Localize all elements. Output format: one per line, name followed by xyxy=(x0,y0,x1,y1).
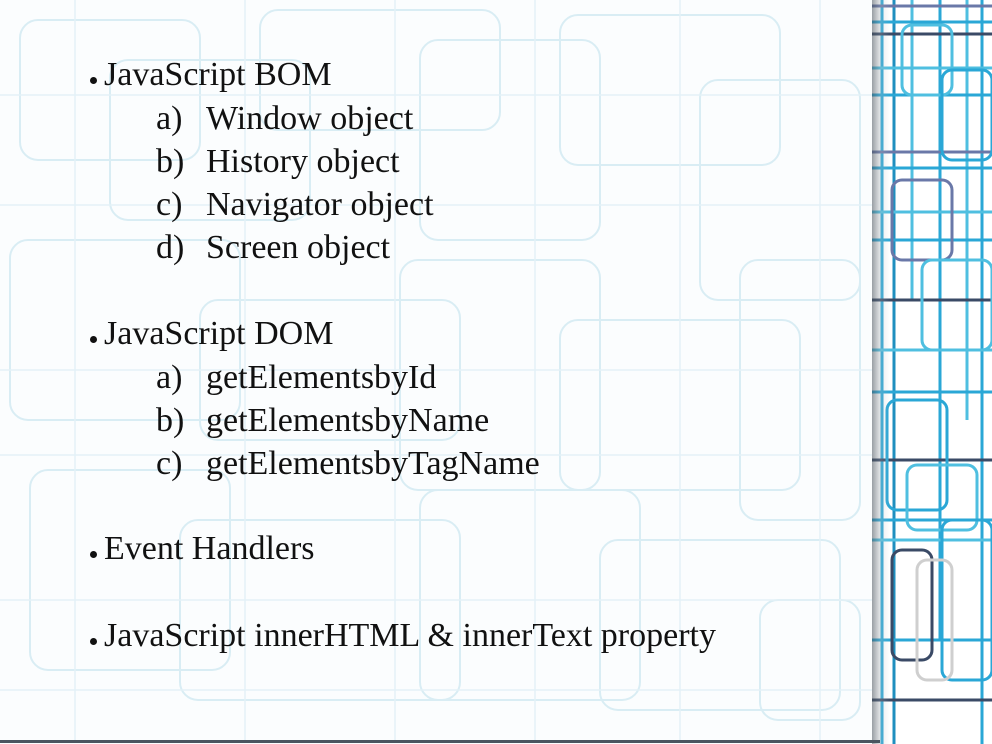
bullet-dot-icon xyxy=(90,550,97,558)
list-text: getElementsbyName xyxy=(206,402,490,439)
list-marker: a) xyxy=(156,359,183,396)
bullet-innerhtml: JavaScript innerHTML & innerText propert… xyxy=(90,616,716,656)
list-item: b) History object xyxy=(156,142,400,182)
list-marker: b) xyxy=(156,143,185,180)
bullet-bom: JavaScript BOM xyxy=(90,55,332,95)
bullet-dot-icon xyxy=(90,76,97,84)
list-text: Navigator object xyxy=(206,186,434,223)
bullet-dot-icon xyxy=(90,637,97,645)
list-item: b) getElementsbyName xyxy=(156,401,489,441)
list-marker: a) xyxy=(156,100,183,137)
list-text: Screen object xyxy=(206,229,391,266)
bullet-title: JavaScript BOM xyxy=(104,56,332,93)
bullet-title: Event Handlers xyxy=(104,530,315,567)
decorative-strip xyxy=(872,0,992,744)
strip-shadow xyxy=(872,0,890,744)
bottom-border xyxy=(0,740,880,743)
list-marker: c) xyxy=(156,186,183,223)
background-pattern xyxy=(0,0,872,740)
list-text: getElementsbyId xyxy=(206,359,437,396)
bullet-event-handlers: Event Handlers xyxy=(90,529,315,569)
list-item: a) getElementsbyId xyxy=(156,358,436,398)
list-item: c) Navigator object xyxy=(156,185,434,225)
list-marker: b) xyxy=(156,402,185,439)
list-item: a) Window object xyxy=(156,99,413,139)
list-text: Window object xyxy=(206,100,414,137)
list-item: d) Screen object xyxy=(156,228,390,268)
bullet-title: JavaScript DOM xyxy=(104,315,334,352)
bullet-dot-icon xyxy=(90,335,97,343)
list-marker: c) xyxy=(156,445,183,482)
list-text: History object xyxy=(206,143,400,180)
list-marker: d) xyxy=(156,229,185,266)
bullet-title: JavaScript innerHTML & innerText propert… xyxy=(104,617,716,654)
list-text: getElementsbyTagName xyxy=(206,445,540,482)
list-item: c) getElementsbyTagName xyxy=(156,444,540,484)
bullet-dom: JavaScript DOM xyxy=(90,314,333,354)
